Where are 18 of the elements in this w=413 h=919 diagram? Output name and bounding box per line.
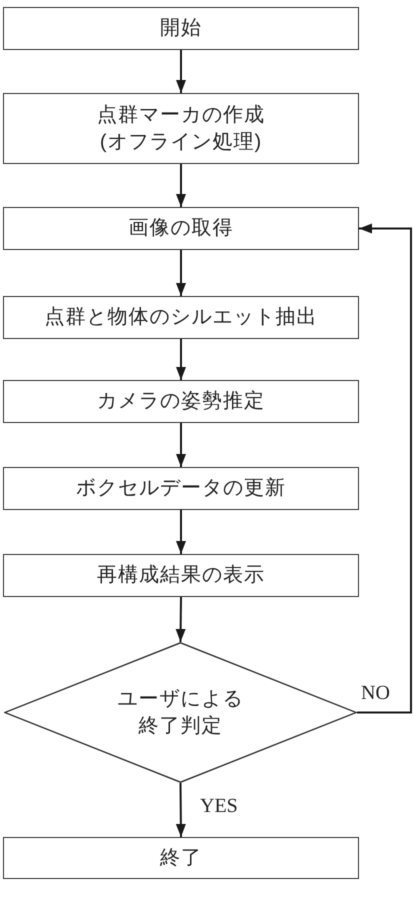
process-box: 再構成結果の表示 [3, 554, 359, 597]
process-box: 画像の取得 [3, 207, 359, 250]
arrow [176, 339, 186, 380]
process-box: ボクセルデータの更新 [3, 467, 359, 510]
process-box: 終了 [3, 837, 359, 879]
arrow [176, 423, 186, 467]
process-box: 開始 [3, 7, 359, 50]
arrow [176, 782, 186, 838]
arrow [176, 250, 186, 296]
decision-diamond: ユーザによる終了判定 [4, 642, 357, 783]
arrow [176, 164, 186, 207]
arrow [176, 50, 186, 93]
arrow [176, 510, 186, 554]
process-box: 点群マーカの作成(オフライン処理) [3, 93, 359, 164]
process-box: 点群と物体のシルエット抽出 [3, 296, 359, 339]
arrow [176, 596, 186, 642]
arrow [357, 224, 412, 714]
process-box: カメラの姿勢推定 [3, 380, 359, 423]
